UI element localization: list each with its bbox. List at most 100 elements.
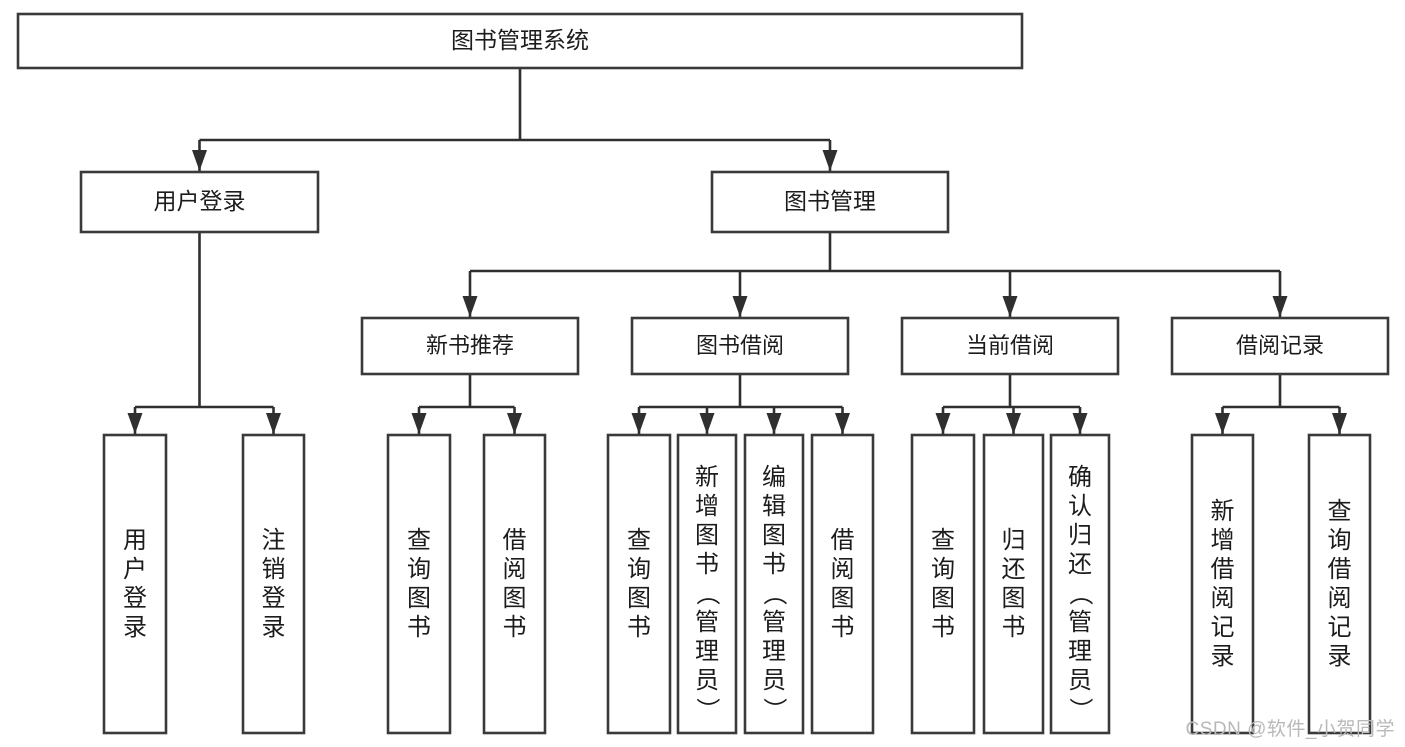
leaf-label: 用户登录 [123,527,147,641]
svg-text:录: 录 [1328,643,1352,670]
svg-text:录: 录 [1211,643,1235,670]
svg-text:借: 借 [1328,556,1352,583]
svg-text:图: 图 [503,585,527,612]
svg-text:图: 图 [931,585,955,612]
level2-node-book-manage-box [710,170,950,234]
svg-text:图: 图 [407,585,431,612]
arrow-head-icon [266,413,281,434]
svg-text:询: 询 [1328,527,1352,554]
level3-node-new-book-recommend[interactable]: 新书推荐 [360,316,580,376]
arrow-head-icon [1072,413,1088,434]
svg-text:图: 图 [695,522,719,549]
level2-node-book-manage-label: 图书管理 [784,188,876,214]
arrow-head-icon [411,413,427,434]
svg-text:书: 书 [503,614,527,641]
svg-text:询: 询 [931,556,955,583]
svg-text:理: 理 [695,638,719,665]
arrow-head-icon [766,413,782,434]
root-node[interactable]: 图书管理系统 [16,12,1024,70]
arrow-head-icon [935,413,951,434]
leaf-box [676,433,738,735]
arrow-head-icon [835,413,850,434]
svg-text:管: 管 [762,609,786,636]
arrow-head-icon [127,413,143,434]
level3-node-current-borrow[interactable]: 当前借阅 [900,316,1120,376]
svg-text:理: 理 [762,638,786,665]
svg-text:询: 询 [407,556,431,583]
svg-text:销: 销 [262,556,286,583]
level2-node-book-manage[interactable]: 图书管理 [710,170,950,234]
leaf-node-leaf-user-login[interactable]: 用户登录 [102,433,168,735]
svg-text:新: 新 [1211,498,1235,525]
leaf-box [241,433,306,735]
svg-text:图: 图 [831,585,855,612]
svg-text:归: 归 [1002,527,1026,554]
svg-text:录: 录 [123,614,147,641]
nodes-layer: 图书管理系统用户登录图书管理新书推荐图书借阅当前借阅借阅记录用户登录注销登录查询… [16,12,1390,735]
level3-node-borrow-record[interactable]: 借阅记录 [1170,316,1390,376]
svg-text:（: （ [694,582,721,606]
svg-text:阅: 阅 [503,556,527,583]
svg-text:新: 新 [695,464,719,491]
svg-text:登: 登 [262,585,286,612]
arrow-head-icon [699,413,715,434]
svg-text:查: 查 [407,527,431,554]
svg-text:）: ） [761,698,788,722]
leaf-box [102,433,168,735]
svg-text:员: 员 [695,667,719,694]
svg-text:阅: 阅 [831,556,855,583]
svg-text:阅: 阅 [1211,585,1235,612]
level2-node-user-login[interactable]: 用户登录 [79,170,320,234]
svg-text:还: 还 [1068,551,1092,578]
svg-text:图: 图 [627,585,651,612]
svg-text:询: 询 [627,556,651,583]
svg-text:登: 登 [123,585,147,612]
level3-node-book-borrow[interactable]: 图书借阅 [630,316,850,376]
svg-text:阅: 阅 [1328,585,1352,612]
svg-text:查: 查 [1328,498,1352,525]
svg-text:查: 查 [931,527,955,554]
arrow-head-icon [192,150,207,171]
arrow-head-icon [462,296,478,317]
root-node-label: 图书管理系统 [451,27,589,53]
svg-text:辑: 辑 [762,493,786,520]
leaf-box [910,433,976,735]
leaf-box [606,433,672,735]
svg-text:注: 注 [262,527,286,554]
arrow-head-icon [507,413,522,434]
svg-text:图: 图 [1002,585,1026,612]
root-node-box [16,12,1024,70]
arrow-head-icon [1002,296,1018,317]
svg-text:书: 书 [1002,614,1026,641]
csdn-watermark: CSDN @软件_小贺同学 [1185,719,1395,740]
leaf-box [1307,433,1372,735]
svg-text:理: 理 [1068,638,1092,665]
svg-text:增: 增 [1211,527,1235,554]
arrow-head-icon [1215,413,1230,434]
svg-text:用: 用 [123,527,147,554]
svg-text:图: 图 [762,522,786,549]
svg-text:借: 借 [1211,556,1235,583]
svg-text:编: 编 [762,464,786,491]
leaf-box [743,433,805,735]
level3-node-new-book-recommend-label: 新书推荐 [426,333,514,358]
